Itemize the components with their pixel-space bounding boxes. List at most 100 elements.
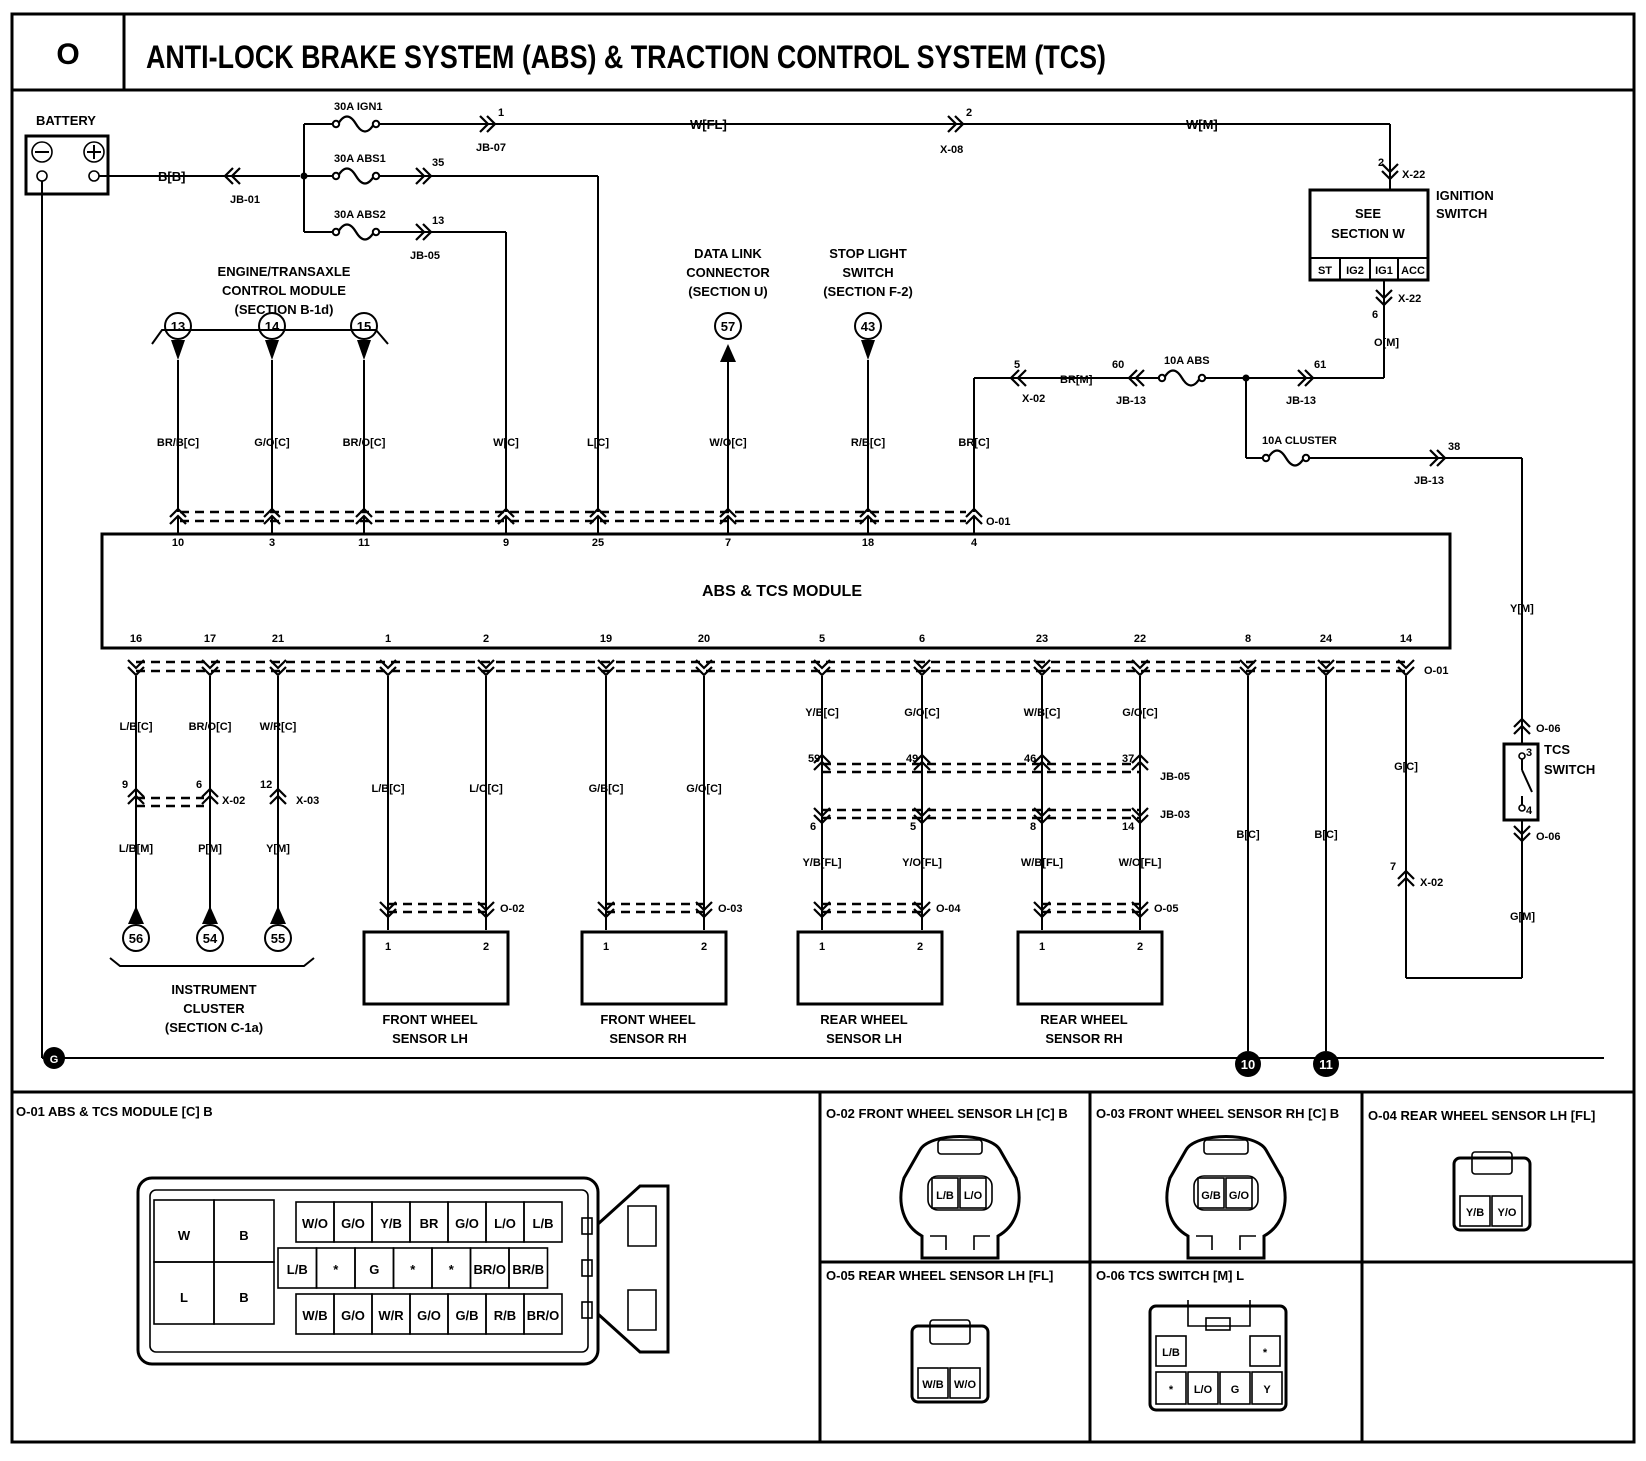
module-pin-number: 5 [819, 633, 825, 645]
module-bottom-pin-chevron [200, 658, 220, 677]
ref-number: 57 [721, 319, 735, 334]
page-title: ANTI-LOCK BRAKE SYSTEM (ABS) & TRACTION … [146, 39, 1106, 75]
fuse-30a-abs2 [331, 223, 381, 241]
module-pin-number: 19 [600, 633, 612, 645]
ref-circle [122, 924, 150, 952]
svg-text:JB-05: JB-05 [1160, 771, 1190, 783]
wire-label: L[C] [587, 437, 609, 449]
module-pin-number: 2 [483, 633, 489, 645]
view-title-o06: O-06 TCS SWITCH [M] L [1096, 1268, 1244, 1283]
sensor-label: SENSOR RH [1045, 1031, 1122, 1046]
svg-text:JB-03: JB-03 [1160, 809, 1190, 821]
tcs-switch-label: TCS [1544, 742, 1570, 757]
svg-text:O-06: O-06 [1536, 723, 1560, 735]
module-pin-number: 14 [1400, 633, 1413, 645]
cavity: G/O [455, 1216, 479, 1231]
svg-text:37: 37 [1122, 753, 1134, 765]
wire-label: BR/O[C] [189, 721, 232, 733]
svg-text:12: 12 [260, 779, 272, 791]
module-pin-number: 4 [971, 537, 978, 549]
svg-text:60: 60 [1112, 359, 1124, 371]
svg-text:O-05: O-05 [1154, 903, 1178, 915]
module-pin-number: 10 [172, 537, 184, 549]
svg-text:JB-05: JB-05 [410, 250, 440, 262]
battery-symbol [24, 134, 110, 196]
view-title-o04: O-04 REAR WHEEL SENSOR LH [FL] [1368, 1108, 1595, 1123]
cavity: G [369, 1262, 379, 1277]
battery-label: BATTERY [36, 113, 96, 128]
svg-text:G[M]: G[M] [1510, 911, 1535, 923]
wire-label: W[M] [1186, 117, 1218, 132]
svg-text:O-06: O-06 [1536, 831, 1560, 843]
svg-text:IG2: IG2 [1346, 265, 1364, 277]
ref-number: 54 [203, 931, 218, 946]
sensor-pin: 2 [917, 941, 923, 953]
sensor-label: SENSOR LH [826, 1031, 902, 1046]
wire-label: BR/O[C] [343, 437, 386, 449]
view-title-o01: O-01 ABS & TCS MODULE [C] B [16, 1104, 213, 1119]
svg-text:Y[M]: Y[M] [1510, 603, 1534, 615]
svg-text:10: 10 [1241, 1057, 1255, 1072]
svg-text:JB-07: JB-07 [476, 142, 506, 154]
svg-text:ENGINE/TRANSAXLE: ENGINE/TRANSAXLE [218, 264, 351, 279]
abs-tcs-module-label: ABS & TCS MODULE [702, 583, 862, 600]
battery-negative-terminal [31, 141, 53, 163]
svg-text:G/O: G/O [1229, 1190, 1250, 1202]
svg-text:2: 2 [1378, 157, 1384, 169]
sensor-label: REAR WHEEL [820, 1012, 907, 1027]
svg-text:(SECTION U): (SECTION U) [688, 284, 767, 299]
module-pin-number: 8 [1245, 633, 1251, 645]
svg-text:35: 35 [432, 157, 444, 169]
cavity: BR [420, 1216, 439, 1231]
svg-text:14: 14 [1122, 821, 1135, 833]
svg-text:G: G [50, 1054, 59, 1066]
cavity: L/O [494, 1216, 516, 1231]
module-pin-number: 24 [1320, 633, 1333, 645]
fuse-10a-abs [1157, 369, 1207, 387]
ref-circle [350, 312, 378, 340]
wire-label: G/O[C] [1122, 707, 1158, 719]
view-title-o03: O-03 FRONT WHEEL SENSOR RH [C] B [1096, 1106, 1339, 1121]
svg-text:2: 2 [966, 107, 972, 119]
svg-text:O[M]: O[M] [1374, 337, 1399, 349]
sensor-label: REAR WHEEL [1040, 1012, 1127, 1027]
module-bottom-pin-chevron [1396, 658, 1416, 677]
wire-label: W/O[FL] [1119, 857, 1162, 869]
svg-text:BR[M]: BR[M] [1060, 374, 1093, 386]
svg-text:W/O: W/O [954, 1379, 976, 1391]
connector-view-o03: G/B G/O [1165, 1135, 1287, 1260]
cavity: G/O [417, 1308, 441, 1323]
wire-label: W/O[C] [709, 437, 747, 449]
svg-text:5: 5 [910, 821, 916, 833]
wire-label: W/R[C] [260, 721, 297, 733]
sensor-pin: 1 [603, 941, 609, 953]
svg-text:O-01: O-01 [1424, 665, 1448, 677]
cavity: BR/O [474, 1262, 507, 1277]
connector-view-o02: L/B L/O [899, 1135, 1021, 1260]
ref-circle [196, 924, 224, 952]
svg-text:SWITCH: SWITCH [1436, 206, 1487, 221]
wire-label: R/B[C] [851, 437, 886, 449]
tcs-switch [1502, 742, 1540, 822]
sensor-pin: 2 [701, 941, 707, 953]
ref-circle [264, 924, 292, 952]
cavity: G/B [455, 1308, 478, 1323]
connector-view-o06: L/B * * L/O G Y [1148, 1300, 1288, 1412]
svg-text:59: 59 [808, 753, 820, 765]
connector-view-o04: Y/B Y/O [1452, 1151, 1532, 1232]
module-pin-number: 3 [269, 537, 275, 549]
svg-text:*: * [1169, 1384, 1174, 1396]
svg-text:G: G [1231, 1384, 1240, 1396]
svg-text:X-03: X-03 [296, 795, 319, 807]
fuse-30a-ign1 [331, 115, 381, 133]
svg-text:L/O: L/O [1194, 1384, 1213, 1396]
ground-point-g [43, 1047, 65, 1069]
module-pin-number: 6 [919, 633, 925, 645]
wire-label: W/B[FL] [1021, 857, 1063, 869]
ref-number: 55 [271, 931, 285, 946]
svg-text:13: 13 [432, 215, 444, 227]
svg-text:49: 49 [906, 753, 918, 765]
wire-label: G/O[C] [686, 783, 722, 795]
cavity: Y/B [380, 1216, 402, 1231]
